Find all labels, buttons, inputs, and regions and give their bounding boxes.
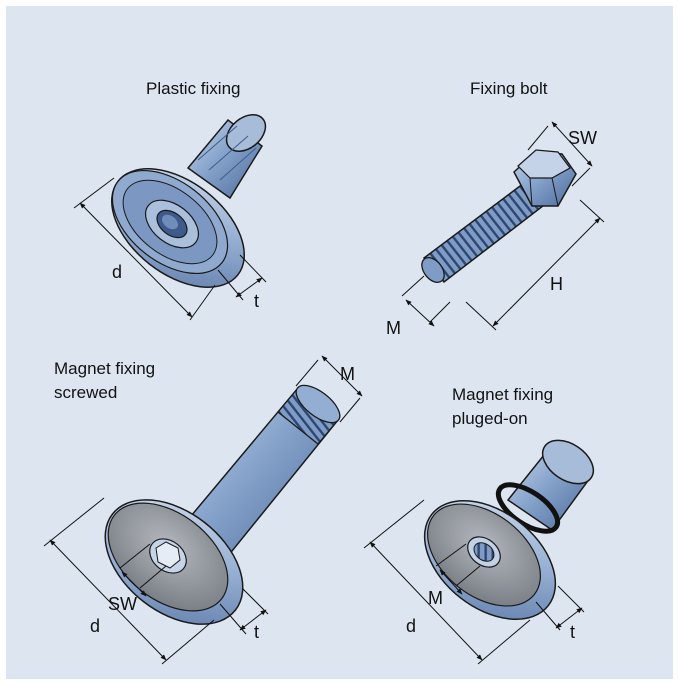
screwed-dim-t: t <box>254 622 259 642</box>
magnet-screwed-drawing <box>43 355 363 665</box>
bolt-dim-sw: SW <box>568 128 597 148</box>
plugged-dim-m: M <box>428 588 443 608</box>
magnet-plugged-drawing <box>363 439 595 665</box>
plastic-dim-t: t <box>254 291 259 311</box>
magnet-screwed-title-1: Magnet fixing <box>54 359 155 378</box>
magnet-plugged-title-2: pluged-on <box>452 409 528 428</box>
plugged-dim-t: t <box>570 622 575 642</box>
plastic-fixing-drawing <box>73 114 267 321</box>
magnet-plugged-title-1: Magnet fixing <box>452 385 553 404</box>
fixing-bolt-title: Fixing bolt <box>470 79 548 98</box>
plastic-dim-d: d <box>112 262 122 282</box>
fixing-bolt-drawing <box>401 121 605 331</box>
screwed-dim-sw: SW <box>108 594 137 614</box>
screwed-dim-m: M <box>340 364 355 384</box>
background-panel <box>6 6 673 679</box>
screwed-dim-d: d <box>90 616 100 636</box>
bolt-dim-h: H <box>550 274 563 294</box>
plastic-fixing-title: Plastic fixing <box>146 79 240 98</box>
plugged-dim-d: d <box>406 616 416 636</box>
magnet-screwed-title-2: screwed <box>54 383 117 402</box>
bolt-dim-m: M <box>386 318 401 338</box>
